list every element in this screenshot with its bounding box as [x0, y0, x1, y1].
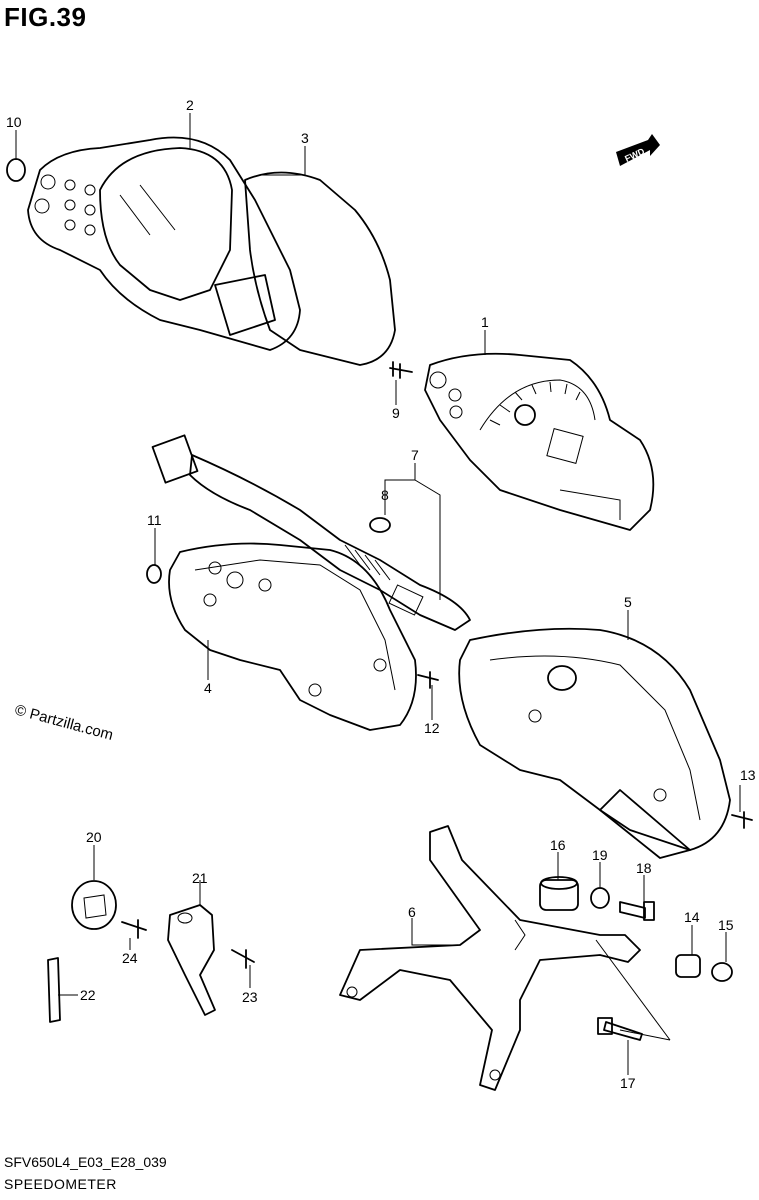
screw-13-part	[731, 811, 753, 829]
footer-code: SFV650L4_E03_E28_039	[4, 1154, 167, 1170]
callout-19: 19	[592, 847, 608, 863]
gasket-part	[244, 171, 396, 366]
callout-16: 16	[550, 837, 566, 853]
washer-19-part	[590, 887, 610, 909]
callout-15: 15	[718, 917, 734, 933]
callout-21: 21	[192, 870, 208, 886]
cap-11-part	[146, 564, 162, 584]
callout-3: 3	[301, 130, 309, 146]
callout-5: 5	[624, 594, 632, 610]
grommet-14-part	[675, 954, 701, 978]
bracket-part	[339, 825, 641, 1091]
bolt-18-part	[619, 901, 655, 921]
callout-4: 4	[204, 680, 212, 696]
callout-14: 14	[684, 909, 700, 925]
callout-7: 7	[411, 447, 419, 463]
callout-22: 22	[80, 987, 96, 1003]
lower-case-part	[168, 542, 417, 731]
callout-1: 1	[481, 314, 489, 330]
leader-lines	[15, 113, 741, 1075]
footer-name: SPEEDOMETER	[4, 1176, 117, 1192]
fwd-arrow-icon: FWD	[616, 134, 660, 166]
callout-20: 20	[86, 829, 102, 845]
watermark: © Partzilla.com	[13, 701, 115, 744]
figure-title: FIG.39	[4, 2, 87, 32]
meter-assembly-part	[424, 352, 655, 531]
callout-23: 23	[242, 989, 258, 1005]
screw-12-part	[417, 671, 439, 689]
cover-20-part	[71, 880, 117, 930]
cap-part	[6, 158, 26, 182]
bolt-17-part	[597, 1017, 671, 1041]
grommet-16-part	[539, 876, 579, 911]
callout-18: 18	[636, 860, 652, 876]
callout-8: 8	[381, 487, 389, 503]
screw-23-part	[231, 949, 255, 969]
callout-11: 11	[147, 512, 162, 528]
nut-15-part	[711, 962, 733, 982]
rear-cover-part	[458, 627, 731, 859]
callout-13: 13	[740, 767, 756, 783]
band-22-part	[47, 957, 61, 1023]
screw-9-part	[389, 361, 413, 379]
callout-2: 2	[186, 97, 194, 113]
holder-21-part	[167, 904, 216, 1016]
callout-17: 17	[620, 1075, 636, 1091]
screw-24-part	[121, 919, 147, 939]
callout-10: 10	[6, 114, 22, 130]
callout-24: 24	[122, 950, 138, 966]
callout-9: 9	[392, 405, 400, 421]
callout-6: 6	[408, 904, 416, 920]
meter-cover-part	[27, 136, 301, 351]
wire-harness-part	[151, 434, 471, 631]
callout-12: 12	[424, 720, 440, 736]
